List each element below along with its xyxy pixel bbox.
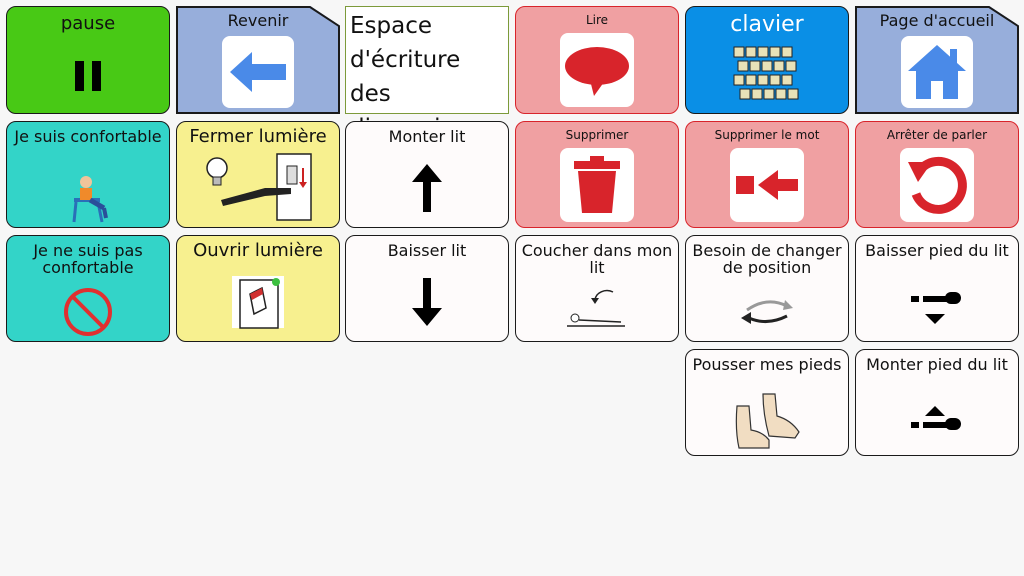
lying-person-icon	[567, 289, 625, 327]
light-on-label: Ouvrir lumière	[193, 240, 323, 261]
back-label: Revenir	[227, 11, 289, 30]
light-off-button[interactable]: Fermer lumière	[176, 121, 340, 228]
message-text-area[interactable]: Espace d'écriture des discussions	[345, 6, 509, 141]
keyboard-label: clavier	[730, 12, 804, 37]
keyboard-button[interactable]: clavier	[685, 6, 849, 114]
delete-word-button[interactable]: Supprimer le mot	[685, 121, 849, 228]
bed-down-button[interactable]: Baisser lit	[345, 235, 509, 342]
light-switch-off-icon	[206, 153, 312, 221]
back-button[interactable]: Revenir	[176, 6, 340, 114]
not-comfortable-label: Je ne suis pas confortable	[33, 241, 143, 277]
not-comfortable-button[interactable]: Je ne suis pas confortable	[6, 235, 170, 342]
prohibited-icon	[64, 288, 112, 336]
foot-up-label: Monter pied du lit	[866, 355, 1008, 374]
undo-icon	[908, 156, 967, 214]
light-off-label: Fermer lumière	[189, 126, 327, 147]
trash-icon	[574, 156, 620, 213]
stop-speaking-image	[900, 148, 974, 222]
delete-image	[560, 148, 634, 222]
rotate-arrows-icon	[741, 300, 793, 324]
stop-speaking-label: Arrêter de parler	[886, 128, 988, 142]
delete-word-label: Supprimer le mot	[714, 128, 820, 142]
relaxed-person-icon	[72, 176, 108, 223]
push-feet-button[interactable]: Pousser mes pieds	[685, 349, 849, 456]
home-button[interactable]: Page d'accueil	[855, 6, 1019, 114]
back-image	[222, 36, 294, 108]
keyboard-icon	[733, 46, 799, 100]
pause-label: pause	[60, 13, 116, 34]
light-on-button[interactable]: Ouvrir lumière	[176, 235, 340, 342]
foot-down-label: Baisser pied du lit	[865, 241, 1009, 260]
foot-down-button[interactable]: Baisser pied du lit	[855, 235, 1019, 342]
bed-down-label: Baisser lit	[387, 241, 467, 260]
speech-bubble-icon	[565, 47, 629, 96]
read-image	[560, 33, 634, 107]
delete-label: Supprimer	[565, 128, 629, 142]
feet-icon	[735, 393, 800, 449]
home-label: Page d'accueil	[879, 11, 995, 30]
lie-down-label: Coucher dans mon lit	[521, 241, 673, 277]
arrow-up-icon	[412, 164, 442, 212]
delete-button[interactable]: Supprimer	[515, 121, 679, 228]
change-position-label: Besoin de changer de position	[692, 241, 842, 277]
bed-up-label: Monter lit	[388, 127, 466, 146]
lie-down-button[interactable]: Coucher dans mon lit	[515, 235, 679, 342]
light-switch-on-icon	[232, 276, 284, 329]
bed-foot-up-icon	[911, 406, 961, 430]
foot-up-button[interactable]: Monter pied du lit	[855, 349, 1019, 456]
pause-button[interactable]: pause	[6, 6, 170, 114]
delete-word-image	[730, 148, 804, 222]
comfortable-label: Je suis confortable	[14, 127, 162, 146]
bed-up-button[interactable]: Monter lit	[345, 121, 509, 228]
arrow-down-icon	[412, 278, 442, 326]
home-icon	[908, 45, 966, 99]
read-label: Lire	[585, 13, 609, 27]
stop-speaking-button[interactable]: Arrêter de parler	[855, 121, 1019, 228]
bed-foot-down-icon	[911, 292, 961, 324]
pause-icon	[75, 61, 101, 91]
change-position-button[interactable]: Besoin de changer de position	[685, 235, 849, 342]
push-feet-label: Pousser mes pieds	[692, 355, 842, 374]
back-arrow-icon	[230, 52, 286, 92]
delete-word-icon	[736, 170, 798, 200]
read-button[interactable]: Lire	[515, 6, 679, 114]
home-image	[901, 36, 973, 108]
comfortable-button[interactable]: Je suis confortable	[6, 121, 170, 228]
